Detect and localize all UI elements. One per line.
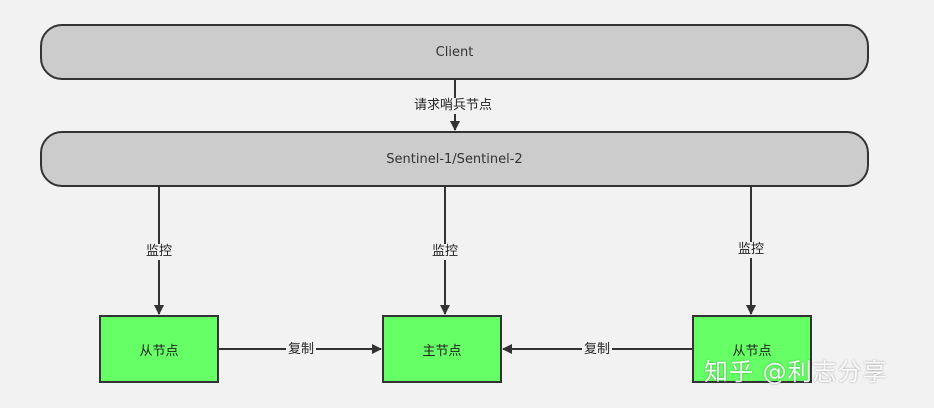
client-box: Client [40,24,869,80]
edge-label-monitor-left: 监控 [144,244,175,260]
master-node: 主节点 [382,315,502,383]
edge-label-request-sentinel: 请求哨兵节点 [412,98,495,114]
edge-label-monitor-right: 监控 [736,242,767,258]
slave-node-right: 从节点 [692,315,812,383]
edge-label-replicate-left: 复制 [286,342,317,358]
slave-node-left: 从节点 [99,315,219,383]
sentinel-box: Sentinel-1/Sentinel-2 [40,131,869,187]
edge-label-replicate-right: 复制 [582,342,613,358]
watermark: 知乎 @利志分享 [704,358,888,386]
edge-label-monitor-center: 监控 [430,244,461,260]
